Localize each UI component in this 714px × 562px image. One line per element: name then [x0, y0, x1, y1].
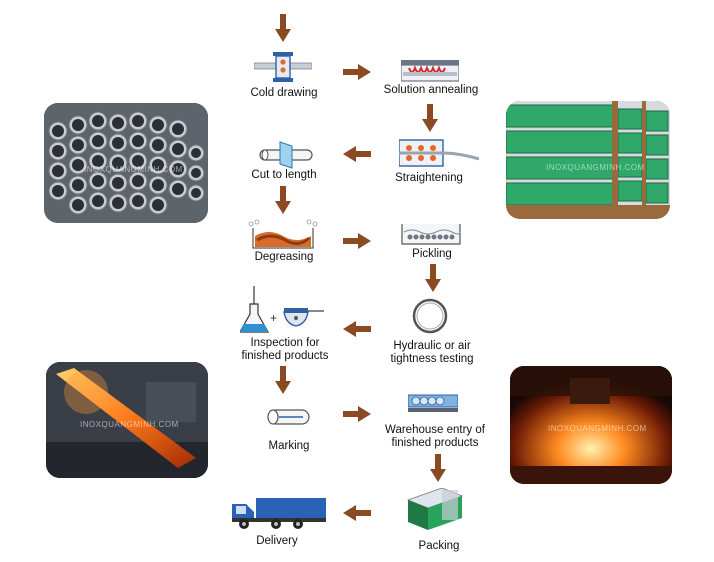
label-marking: Marking	[268, 440, 310, 452]
label-solution-annealing: Solution annealing	[383, 84, 479, 96]
inspection-icon: +	[240, 286, 324, 333]
arrow-right-1	[343, 64, 371, 80]
arrow-right-9	[343, 406, 371, 422]
arrow-left-11	[343, 505, 371, 521]
watermark: INOXQUANGMINH.COM	[546, 163, 645, 172]
arrow-right-5	[343, 233, 371, 249]
degreasing-icon	[248, 219, 318, 249]
label-hydraulic-1: Hydraulic or air	[393, 340, 471, 352]
warehouse-icon	[408, 394, 458, 412]
label-warehouse-1: Warehouse entry of	[385, 424, 485, 436]
label-inspection-1: Inspection for	[250, 337, 320, 349]
label-inspection-2: finished products	[241, 350, 329, 362]
label-degreasing: Degreasing	[254, 251, 314, 263]
arrow-down-4	[275, 186, 291, 214]
hydraulic-test-icon	[412, 298, 448, 334]
pickling-icon	[401, 224, 461, 245]
photo-steel-pipe-stack: INOXQUANGMINH.COM	[44, 103, 208, 223]
solution-annealing-icon	[401, 60, 459, 82]
photo-hot-pipe-rolling: INOXQUANGMINH.COM	[46, 362, 208, 478]
watermark: INOXQUANGMINH.COM	[548, 424, 647, 433]
label-pickling: Pickling	[412, 248, 452, 260]
label-packing: Packing	[418, 540, 460, 552]
watermark: INOXQUANGMINH.COM	[80, 420, 179, 429]
label-cold-drawing: Cold drawing	[250, 87, 318, 99]
label-delivery: Delivery	[256, 535, 298, 547]
label-warehouse-2: finished products	[391, 437, 479, 449]
delivery-truck-icon	[232, 498, 326, 529]
arrow-down-10	[430, 454, 446, 482]
label-cut-to-length: Cut to length	[251, 169, 317, 181]
arrow-down-8	[275, 366, 291, 394]
label-hydraulic-2: tightness testing	[390, 353, 474, 365]
straightening-icon	[399, 139, 479, 167]
arrow-down-2	[422, 104, 438, 132]
label-straightening: Straightening	[395, 172, 463, 184]
arrow-left-3	[343, 146, 371, 162]
svg-text:+: +	[270, 311, 277, 325]
photo-furnace: INOXQUANGMINH.COM	[510, 366, 672, 484]
arrow-top-down	[275, 14, 291, 42]
photo-packed-pipe-bundles: INOXQUANGMINH.COM	[506, 101, 670, 219]
watermark: INOXQUANGMINH.COM	[84, 165, 183, 174]
cold-drawing-icon	[254, 52, 312, 82]
packing-icon	[406, 488, 464, 530]
marking-icon	[267, 409, 310, 425]
arrow-left-7	[343, 321, 371, 337]
cut-to-length-icon	[259, 141, 313, 169]
arrow-down-6	[425, 264, 441, 292]
